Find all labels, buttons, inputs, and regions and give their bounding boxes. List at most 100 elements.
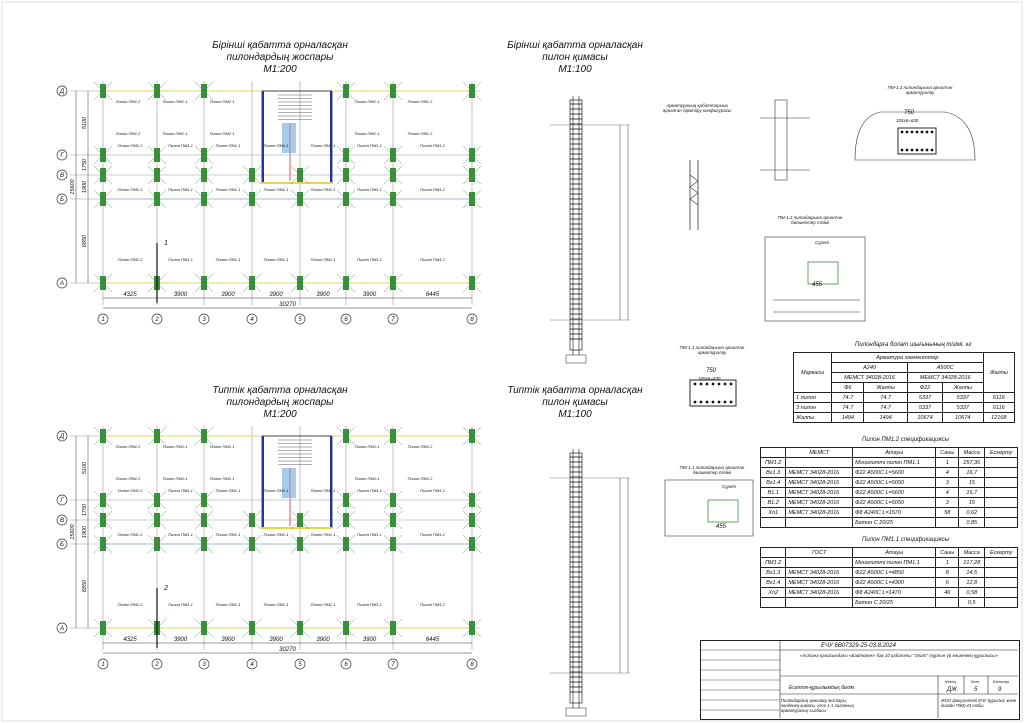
axis-bubble <box>56 85 68 97</box>
axis-label: Б <box>60 197 64 203</box>
pylon-mark <box>383 490 403 510</box>
steel-cell: 5337 <box>906 402 944 413</box>
pylon-label: Пилон ПМ1.1 <box>210 476 235 481</box>
steel-cell: 3 пилон <box>792 402 833 413</box>
pylon-mark <box>93 510 113 530</box>
pm13-bar <box>930 130 934 134</box>
pylon-mark <box>383 426 403 446</box>
pylon-label: Пилон ПМ1.1 <box>311 257 336 262</box>
pm13-bar <box>930 148 934 152</box>
pylon-mark <box>242 273 262 293</box>
sketch-label-2: Сурет <box>722 484 737 489</box>
pylon-label: Пилон ПМ1.2 <box>118 488 143 493</box>
pylon-mark <box>290 618 310 638</box>
axis-bubble <box>56 538 68 550</box>
pylon-mark <box>147 145 167 165</box>
pm11b-stirrup <box>707 499 739 523</box>
axis-label: 4 <box>250 662 254 668</box>
pylon-label: Пилон ПМ1.1 <box>264 602 289 607</box>
axis-bubble <box>387 658 399 670</box>
pylon-mark <box>462 618 482 638</box>
axis-label: В <box>60 173 64 179</box>
spec-cell: МЕМСТ 34028-2016 <box>785 587 854 598</box>
pylon-mark <box>290 189 310 209</box>
spec-cell: 0,58 <box>958 587 986 598</box>
axis-label: 2 <box>154 317 159 323</box>
pm13-bar <box>920 148 924 152</box>
pylon-elevation <box>569 452 583 704</box>
pylon-label: Пилон ПМ1.2 <box>118 257 143 262</box>
spec-cell: МЕМСТ 34028-2016 <box>785 467 854 478</box>
spec-cell: Хп2 <box>759 587 787 598</box>
pylon-label: Пилон ПМ1.1 <box>210 444 235 449</box>
spec-cell: 8 <box>935 567 960 578</box>
dim-label: 1750 <box>82 503 88 516</box>
spec-header: Саны <box>935 447 960 458</box>
stamp-h-stage: Кезең <box>945 679 956 684</box>
spec1-title: Пилон ПМ1.2 спецификациясы <box>862 437 950 443</box>
axis-label: 3 <box>202 317 206 323</box>
pylon-mark <box>290 534 310 554</box>
dim-label: 3900 <box>363 637 377 643</box>
spec-cell: МЕМСТ 34028-2016 <box>785 577 854 588</box>
dim-label: 3900 <box>221 292 235 298</box>
pylon-elevation <box>569 99 583 351</box>
spec-header: Атауы <box>852 547 937 558</box>
th-total: Жалпы <box>982 352 1015 393</box>
axis-label: 8 <box>470 317 474 323</box>
section-base <box>565 354 587 364</box>
pylon-mark <box>242 510 262 530</box>
spec-header: Масса <box>958 547 986 558</box>
axis-bubble <box>294 658 306 670</box>
axis-label: А <box>59 281 64 287</box>
pylon-mark <box>290 165 310 185</box>
pylon-label: Пилон ПМ1.1 <box>311 602 336 607</box>
spec-cell: МЕМСТ 34028-2016 <box>785 497 854 508</box>
spec-cell: МЕМСТ 34028-2016 <box>785 487 854 498</box>
axis-label: В <box>60 518 64 524</box>
axis-bubble <box>246 658 258 670</box>
pm12-stirrup <box>807 261 839 285</box>
axis-bubble <box>151 658 163 670</box>
spec-cell: МЕМСТ 34028-2016 <box>785 507 854 518</box>
dim-label: 4325 <box>123 637 137 643</box>
spec-cell: В1.1 <box>759 487 787 498</box>
axis-bubble <box>198 313 210 325</box>
axis-bubble <box>151 313 163 325</box>
pylon-mark <box>194 618 214 638</box>
pylon-mark <box>462 490 482 510</box>
pm11-caption: ПМ-1.1 пилондарына арналған арматуралау <box>679 345 745 355</box>
axis-bubble <box>466 313 478 325</box>
pm11-bar <box>693 400 697 404</box>
pylon-label: Пилон ПМ1.2 <box>420 532 445 537</box>
spec-cell: Хп1 <box>759 507 787 518</box>
pm11-bar <box>711 400 715 404</box>
pm11-bar <box>699 400 703 404</box>
spec-cell: МЕМСТ 34028-2016 <box>785 567 854 578</box>
axis-label: 6 <box>344 662 348 668</box>
spec-cell: 14,5 <box>958 567 986 578</box>
spec-cell <box>984 577 1018 588</box>
pylon-label: Пилон ПМ1.1 <box>163 476 188 481</box>
pm13-bar <box>900 130 904 134</box>
pylon-mark <box>194 165 214 185</box>
pylon-label: Пилон ПМ1.1 <box>163 99 188 104</box>
pylon-label: Пилон ПМ1.1 <box>264 257 289 262</box>
spec-cell <box>984 587 1018 598</box>
spec-cell: 6 <box>935 577 960 588</box>
steel-cell: 6116 <box>982 392 1015 403</box>
pylon-label: Пилон ПМ1.2 <box>408 444 433 449</box>
pylon-mark <box>462 189 482 209</box>
pm11-bar <box>729 400 733 404</box>
spec-cell: Ф22 А500С L=4300 <box>852 577 937 588</box>
axis-label: 5 <box>298 317 302 323</box>
dim-label: 3900 <box>316 637 330 643</box>
steel-cell: 1 пилон <box>792 392 833 403</box>
pylon-mark <box>462 145 482 165</box>
pylon-mark <box>93 81 113 101</box>
